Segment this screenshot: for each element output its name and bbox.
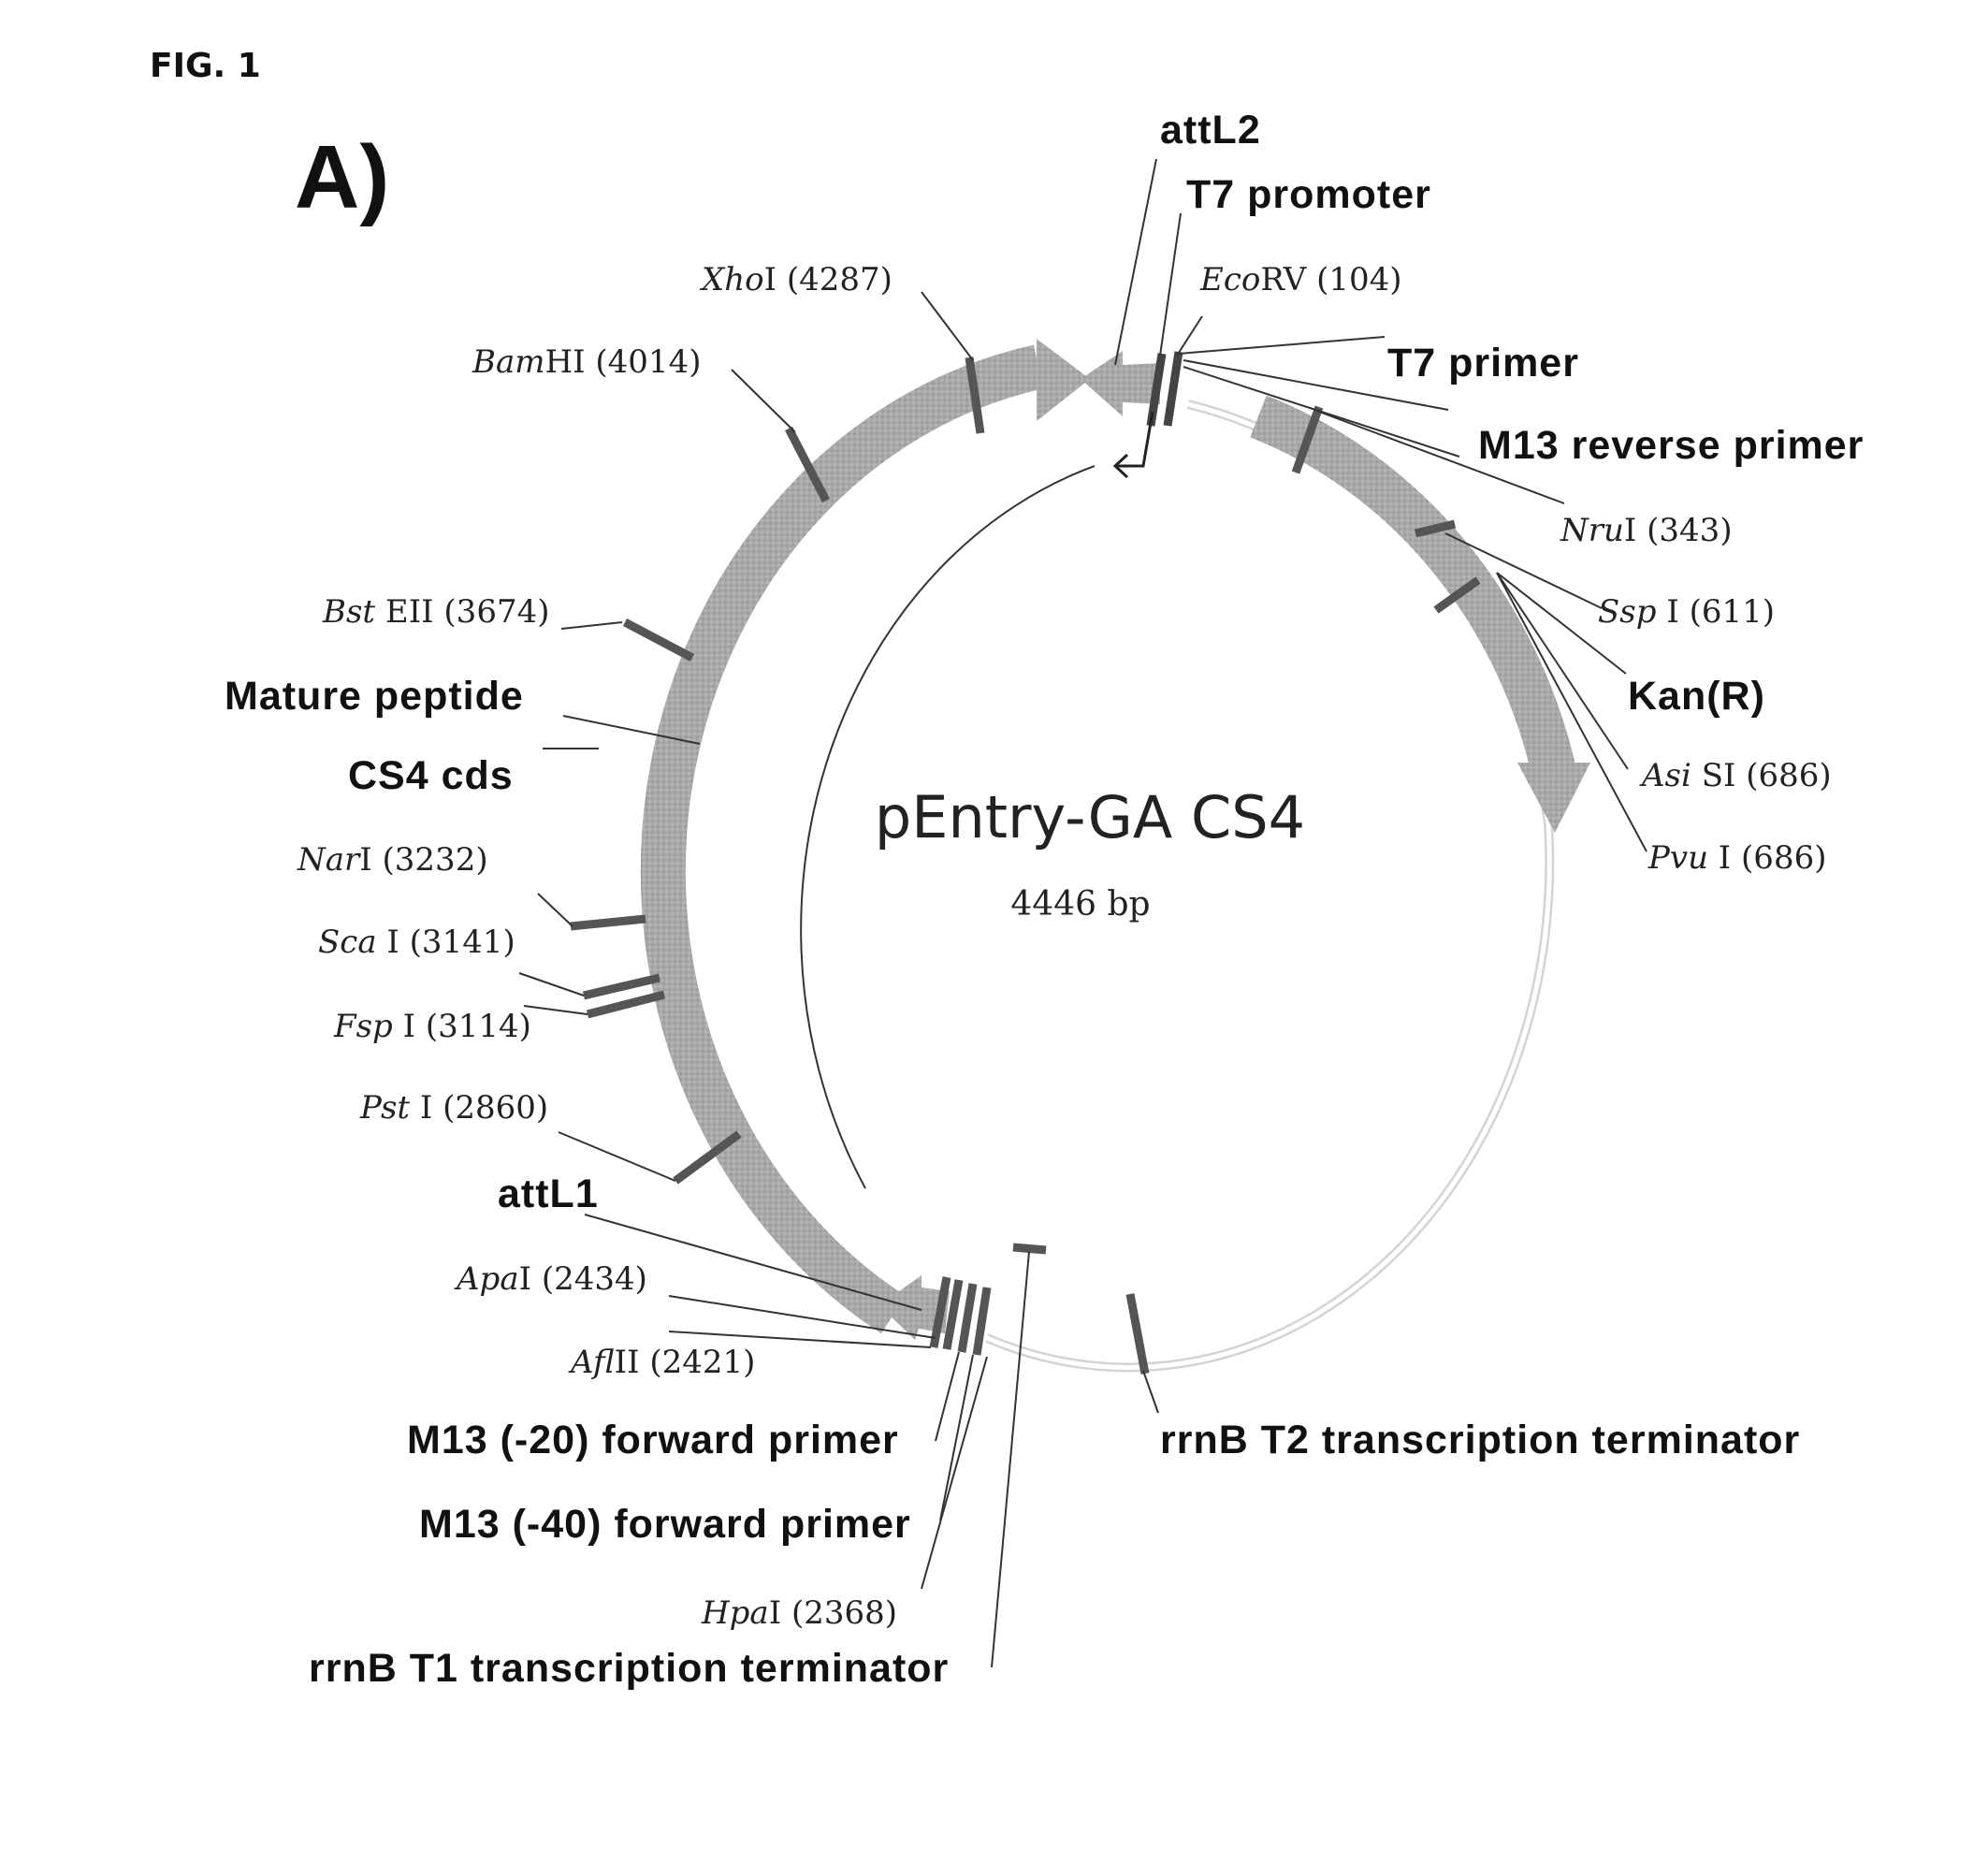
site-bsteii: Bst EII (3674) [322,593,549,631]
figure-label: FIG. 1 [150,47,261,85]
site-apai: ApaI (2434) [454,1260,647,1298]
feature-attl1: attL1 [498,1171,599,1216]
site-nari: NarI (3232) [297,841,488,879]
site-fspi: Fsp I (3114) [333,1008,531,1045]
feature-m13-reverse: M13 reverse primer [1478,423,1864,468]
plasmid-name: pEntry-GA CS4 [875,783,1305,851]
feature-rrnb-t2: rrnB T2 transcription terminator [1160,1418,1800,1462]
attl2-arrow [1081,351,1160,416]
site-bamhi: BamHI (4014) [472,343,701,381]
feature-mature-peptide: Mature peptide [225,674,524,719]
feature-t7-primer: T7 primer [1387,341,1579,385]
plasmid-size: 4446 bp [1010,885,1150,924]
site-aflii: AflII (2421) [568,1344,755,1381]
site-ecorv: EcoRV (104) [1199,261,1402,298]
feature-rrnb-t1: rrnB T1 transcription terminator [309,1646,949,1691]
kanr-arrowhead [1517,763,1590,833]
t7-promoter-arrow [1115,412,1153,466]
site-nrui: NruI (343) [1560,512,1733,549]
site-xhoi: XhoI (4287) [699,261,892,298]
site-asisi: Asi SI (686) [1639,757,1832,794]
feature-t7-promoter: T7 promoter [1186,172,1431,217]
site-hpai: HpaI (2368) [701,1594,897,1632]
panel-label: A) [295,127,389,227]
feature-kan-r: Kan(R) [1628,674,1765,719]
ecorv-mark [1168,352,1179,426]
site-psti: Pst I (2860) [359,1089,548,1127]
restriction-ticks [571,357,1478,1374]
site-puvi: Pvu I (686) [1647,839,1826,877]
site-sspi: Ssp I (611) [1598,593,1775,631]
site-scai: Sca I (3141) [318,924,515,961]
feature-m13-20-forward: M13 (-20) forward primer [407,1418,899,1462]
feature-cs4-cds: CS4 cds [348,753,514,798]
feature-attl2: attL2 [1160,108,1261,153]
feature-m13-40-forward: M13 (-40) forward primer [419,1502,911,1547]
